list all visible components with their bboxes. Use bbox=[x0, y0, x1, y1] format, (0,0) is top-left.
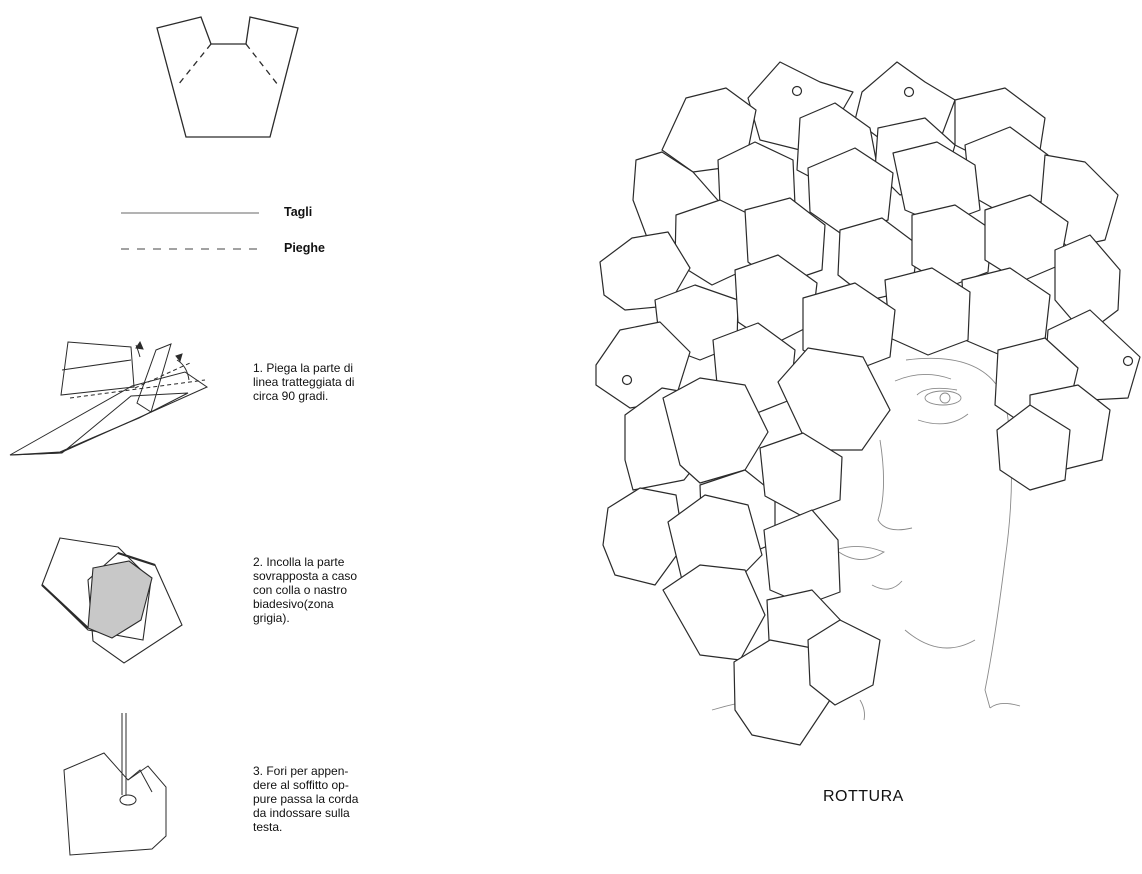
hang-illustration bbox=[64, 713, 166, 855]
template-piece bbox=[157, 17, 298, 137]
hole-1 bbox=[793, 87, 802, 96]
fold-illustration bbox=[10, 342, 207, 455]
hole-4 bbox=[1124, 357, 1133, 366]
step-1-text: 1. Piega la parte di linea tratteggiata … bbox=[253, 361, 393, 403]
step-2-text: 2. Incolla la parte sovrapposta a caso c… bbox=[253, 555, 393, 625]
fold-legend-label: Pieghe bbox=[284, 241, 325, 256]
cut-legend-label: Tagli bbox=[284, 205, 312, 220]
page-title: ROTTURA bbox=[823, 788, 904, 806]
step-3-text: 3. Fori per appen- dere al soffitto op- … bbox=[253, 764, 393, 834]
hole-2 bbox=[905, 88, 914, 97]
polygon-mask bbox=[596, 62, 1140, 745]
glue-illustration bbox=[42, 538, 182, 663]
hole-3 bbox=[623, 376, 632, 385]
